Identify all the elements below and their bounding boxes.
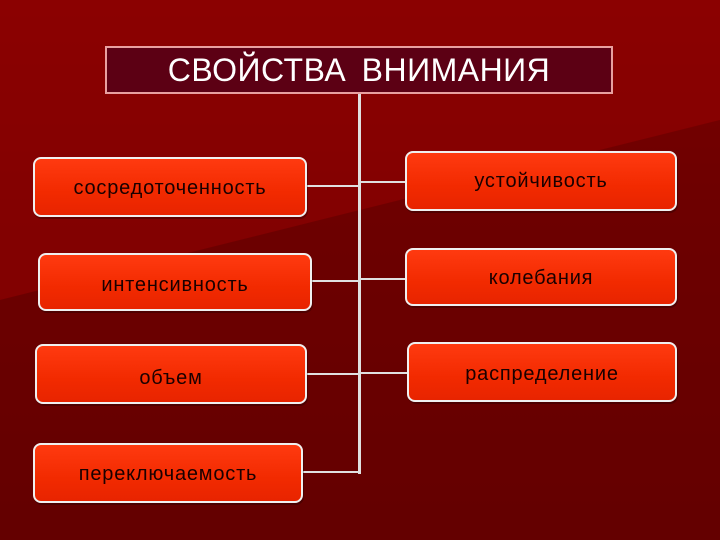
connector-right-2: [360, 278, 408, 280]
node-switchability: переключаемость: [33, 443, 303, 503]
vertical-connector-line: [358, 94, 361, 474]
node-volume: объем: [35, 344, 307, 404]
connector-left-4: [302, 471, 360, 473]
connector-left-1: [305, 185, 360, 187]
node-concentration-label: сосредоточенность: [73, 176, 267, 199]
node-fluctuations: колебания: [405, 248, 677, 306]
diagram-title-text: СВОЙСТВА ВНИМАНИЯ: [167, 51, 551, 88]
node-fluctuations-label: колебания: [488, 267, 594, 289]
node-concentration: сосредоточенность: [33, 157, 307, 217]
node-stability-label: устойчивость: [474, 170, 608, 192]
node-intensity-label: интенсивность: [101, 273, 249, 296]
node-switchability-label: переключаемость: [78, 462, 258, 485]
node-stability: устойчивость: [405, 151, 677, 211]
node-intensity: интенсивность: [38, 253, 312, 311]
connector-left-2: [310, 280, 360, 282]
connector-right-3: [360, 372, 408, 374]
node-volume-label: объем: [139, 366, 203, 389]
node-distribution: распределение: [407, 342, 677, 402]
connector-right-1: [360, 181, 408, 183]
node-distribution-label: распределение: [465, 363, 619, 385]
connector-left-3: [305, 373, 360, 375]
diagram-title: СВОЙСТВА ВНИМАНИЯ: [105, 46, 613, 94]
